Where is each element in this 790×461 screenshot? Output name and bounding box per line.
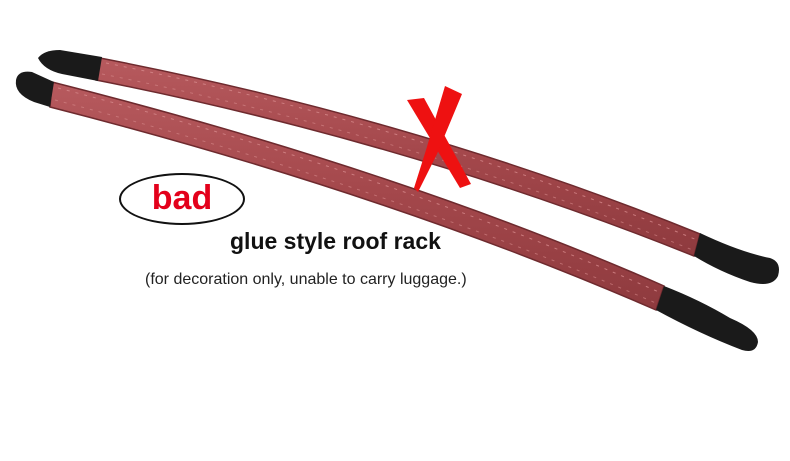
upper-left-end-cap xyxy=(38,50,102,81)
lower-right-end-cap xyxy=(656,286,758,351)
bad-badge: bad xyxy=(119,173,245,225)
lower-left-end-cap xyxy=(15,71,54,107)
cross-mark-icon xyxy=(407,86,471,192)
upper-right-end-cap xyxy=(694,233,779,284)
upper-rail xyxy=(38,50,779,284)
product-title: glue style roof rack xyxy=(230,228,441,254)
product-note: (for decoration only, unable to carry lu… xyxy=(145,271,467,288)
bad-badge-label: bad xyxy=(151,179,213,217)
lower-rail xyxy=(15,71,758,351)
